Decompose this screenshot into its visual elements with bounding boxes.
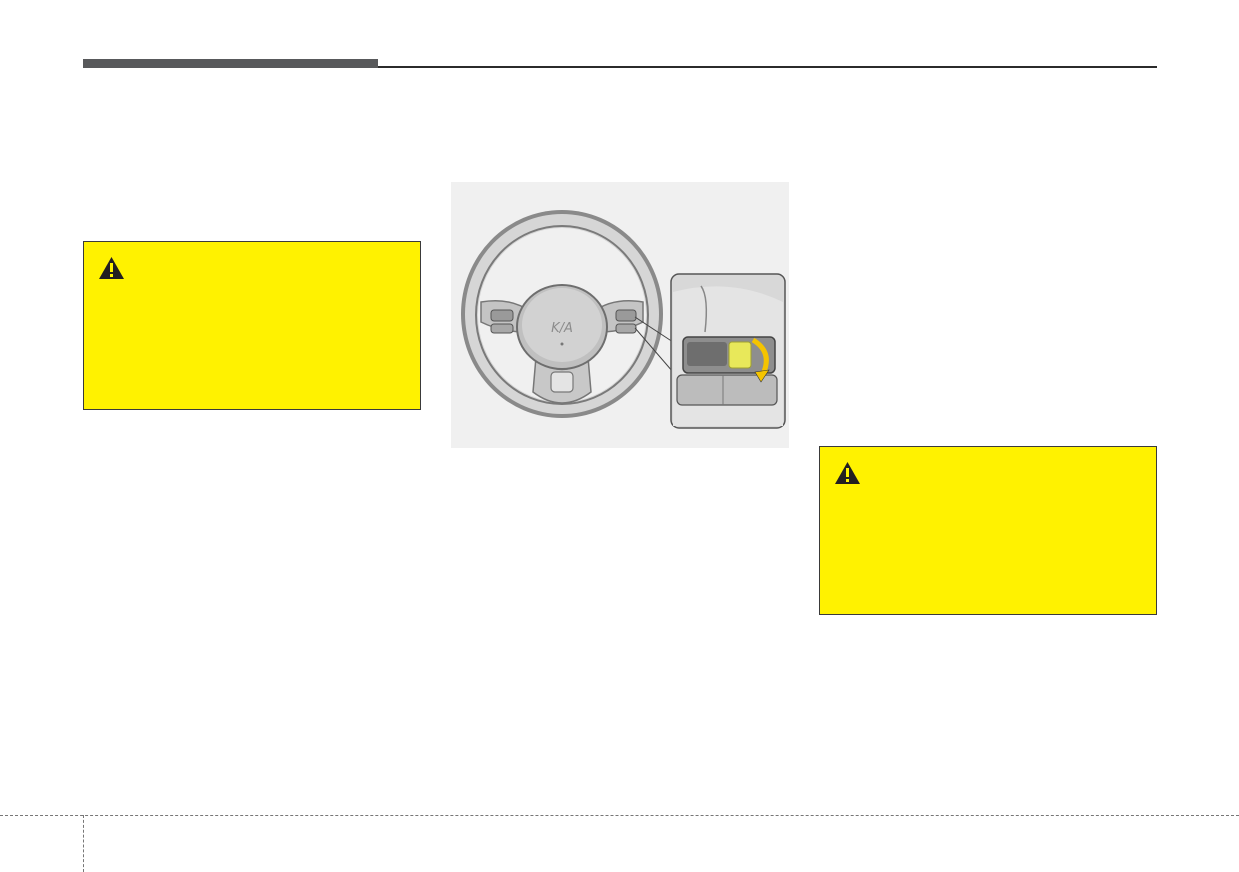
warning-triangle-icon (835, 462, 860, 484)
warning-triangle-icon (99, 257, 124, 279)
warning-box-left (83, 241, 421, 410)
svg-text:K/A: K/A (551, 321, 573, 336)
warning-box-right (819, 446, 1157, 615)
header-rule (378, 66, 1157, 68)
steering-wheel-svg: K/A (451, 182, 789, 448)
footer-dashed-divider (83, 815, 84, 872)
footer-dashed-rule (0, 815, 1239, 816)
steering-wheel-illustration: K/A (451, 182, 789, 448)
header-bar (83, 59, 378, 68)
